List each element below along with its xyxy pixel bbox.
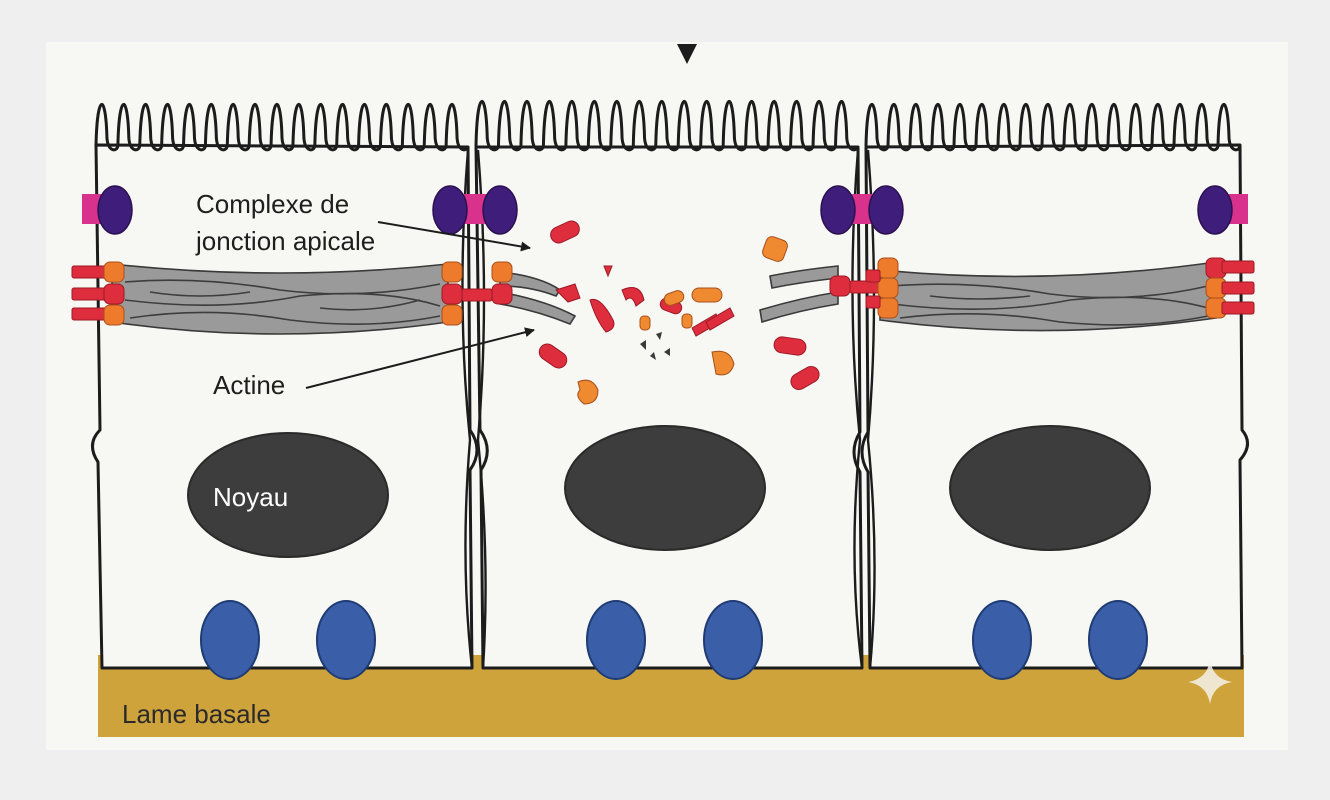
arrow-actin <box>305 327 535 389</box>
label-junction-line2: jonction apicale <box>195 226 375 256</box>
tight-junctions <box>82 185 1248 235</box>
cell-right <box>860 103 1249 670</box>
label-actin: Actine <box>213 370 285 400</box>
nucleus-left <box>187 432 389 558</box>
label-basal-lamina: Lame basale <box>122 699 271 729</box>
membrane-seam-left <box>461 149 474 669</box>
adherens-junctions <box>71 257 1255 326</box>
label-nucleus: Noyau <box>213 482 288 512</box>
membrane-seam-right-2 <box>866 149 876 669</box>
arrow-junction <box>377 221 531 252</box>
microvilli-right <box>864 103 1242 152</box>
nucleus-middle <box>564 425 766 551</box>
actin-band-left <box>111 263 449 335</box>
hemidesmosomes <box>200 600 1148 680</box>
down-triangle-icon <box>677 44 697 64</box>
microvilli-middle <box>474 100 860 152</box>
membrane-seam-right <box>851 149 864 669</box>
label-junction-line1: Complexe de <box>196 189 349 219</box>
sparkle-icon <box>1188 660 1232 704</box>
junction-fragments <box>538 220 820 405</box>
actin-broken-middle <box>499 265 839 325</box>
microvilli-left <box>94 103 470 152</box>
membrane-seam-left-2 <box>476 149 487 669</box>
nucleus-right <box>949 425 1151 551</box>
